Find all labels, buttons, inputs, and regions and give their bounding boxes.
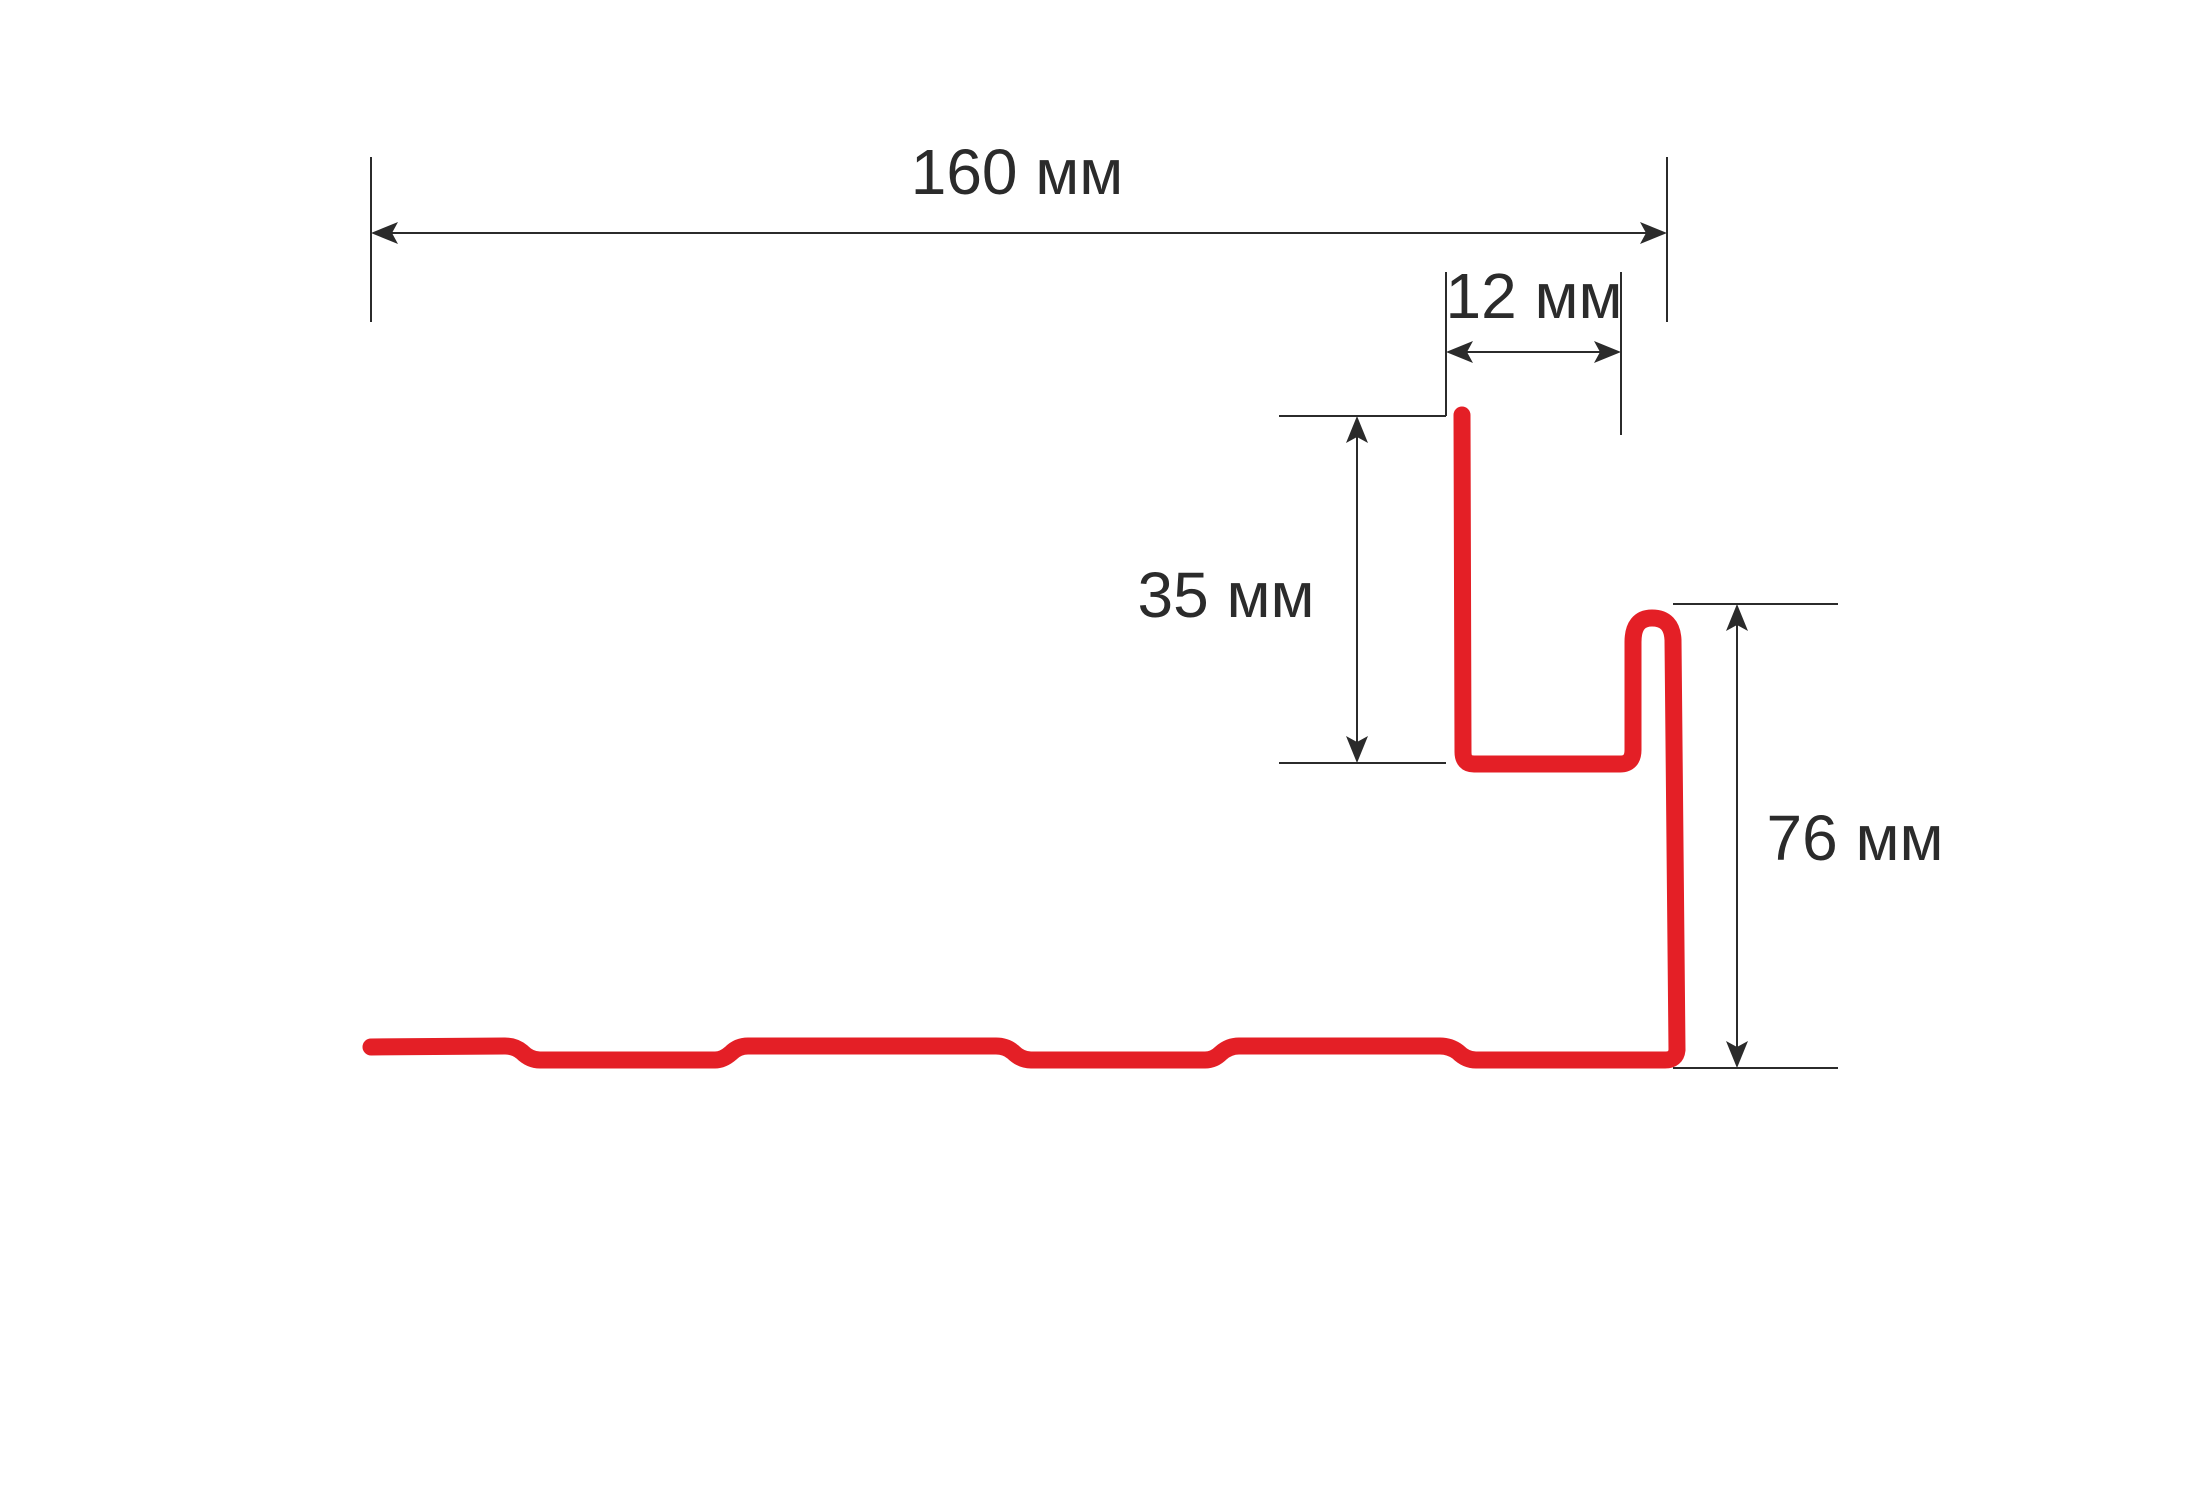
arrow-upper-bottom: [1346, 736, 1368, 763]
dimension-upper-height: 35 мм: [1138, 415, 1446, 764]
label-upper-height: 35 мм: [1138, 559, 1315, 631]
arrow-total-bottom: [1726, 1041, 1748, 1068]
arrow-flange-right: [1594, 341, 1621, 363]
dimension-total-height: 76 мм: [1673, 603, 1944, 1069]
arrow-flange-left: [1446, 341, 1473, 363]
profile-outline: [362, 406, 1686, 1069]
arrow-left: [371, 222, 398, 244]
label-overall-width: 160 мм: [911, 136, 1124, 208]
dimension-overall-width: 160 мм: [370, 136, 1668, 322]
dimension-flange-width: 12 мм: [1445, 260, 1623, 435]
arrow-right: [1640, 222, 1667, 244]
arrow-total-top: [1726, 604, 1748, 631]
label-flange-width: 12 мм: [1446, 260, 1623, 332]
arrow-upper-top: [1346, 416, 1368, 443]
label-total-height: 76 мм: [1767, 802, 1944, 874]
